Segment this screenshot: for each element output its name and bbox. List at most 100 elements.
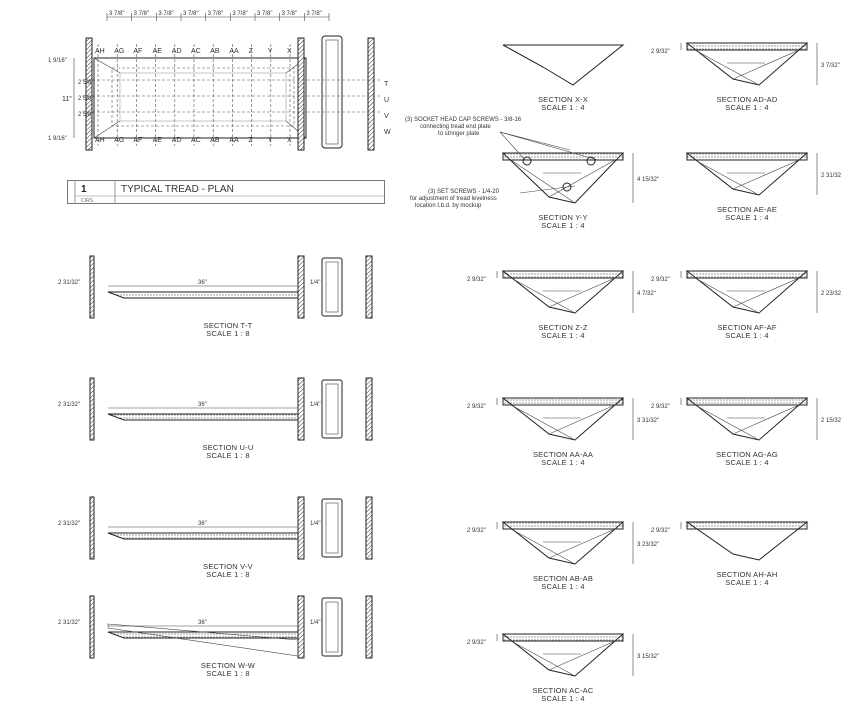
plan-view: 3 7/8"3 7/8"3 7/8"3 7/8"3 7/8"3 7/8"3 7/…: [48, 11, 391, 151]
cross-section-title: SECTION X-X: [538, 95, 588, 104]
plan-letter-bottom: AE: [153, 137, 163, 144]
side-length-dim: 36": [198, 521, 207, 527]
cross-side-dim: 4 15/32": [637, 177, 659, 183]
legend-title: TYPICAL TREAD - PLAN: [121, 184, 234, 195]
plan-top-dim: 3 7/8": [134, 11, 149, 17]
cross-section-scale: SCALE 1 : 4: [541, 221, 584, 230]
side-section-title: SECTION W-W: [201, 661, 256, 670]
cross-section-scale: SCALE 1 : 4: [725, 331, 768, 340]
plan-letter-top: Z: [249, 48, 254, 55]
screw-hole-icon: [586, 156, 596, 166]
cross-top-dim: 2 9/32": [651, 277, 670, 283]
screw-hole-icon: [522, 156, 532, 166]
plan-top-dim: 3 7/8": [183, 11, 198, 17]
cross-top-dim: 2 9/32": [467, 640, 486, 646]
plan-top-dim: 3 7/8": [282, 11, 297, 17]
note-cap-3: to stringer plate: [438, 131, 480, 137]
cross-section-scale: SCALE 1 : 4: [725, 578, 768, 587]
plan-top-dim: 3 7/8": [257, 11, 272, 17]
plan-letter-bottom: AB: [210, 137, 220, 144]
plan-letter-top: AB: [210, 48, 220, 55]
cross-side-dim: 3 31/32": [637, 418, 659, 424]
plan-letter-top: Y: [268, 48, 273, 55]
cross-section-title: SECTION AE-AE: [717, 205, 777, 214]
cross-section-title: SECTION Y-Y: [538, 213, 587, 222]
plan-cut-u: U: [384, 97, 389, 104]
cross-section-title: SECTION AG-AG: [716, 450, 778, 459]
plan-letter-bottom: AH: [95, 137, 105, 144]
plan-letter-top: AG: [114, 48, 124, 55]
cross-top-dim: 2 9/32": [467, 528, 486, 534]
side-gap-dim: 1/4": [310, 521, 320, 527]
plan-letter-top: AC: [191, 48, 201, 55]
side-section-title: SECTION U-U: [203, 443, 254, 452]
legend-number: 1: [81, 184, 87, 195]
note-cap-1: (3) SOCKET HEAD CAP SCREWS - 3/8-16: [405, 117, 522, 123]
cross-section-scale: SCALE 1 : 4: [541, 458, 584, 467]
plan-letter-top: AH: [95, 48, 105, 55]
plan-letter-top: AD: [172, 48, 182, 55]
side-section-title: SECTION T-T: [204, 321, 253, 330]
cross-side-dim: 2 31/32": [821, 173, 841, 179]
cross-section-title: SECTION AC-AC: [533, 686, 594, 695]
screw-notes: (3) SOCKET HEAD CAP SCREWS - 3/8-16 conn…: [405, 117, 599, 209]
cross-section-scale: SCALE 1 : 4: [541, 582, 584, 591]
plan-cut-v: V: [384, 113, 389, 120]
side-left-dim: 2 31/32": [58, 521, 80, 527]
screw-hole-icon: [562, 182, 572, 192]
plan-dim-height: 11": [62, 96, 72, 103]
cross-section-scale: SCALE 1 : 4: [541, 694, 584, 703]
plan-letter-bottom: AF: [133, 137, 142, 144]
side-section-scale: SCALE 1 : 8: [206, 329, 249, 338]
plan-dim-left-top: 1 9/16": [48, 58, 67, 64]
plan-letter-top: AF: [133, 48, 142, 55]
cross-side-dim: 3 23/32": [637, 542, 659, 548]
plan-letter-top: AE: [153, 48, 163, 55]
side-gap-dim: 1/4": [310, 402, 320, 408]
side-length-dim: 36": [198, 402, 207, 408]
cross-section-scale: SCALE 1 : 4: [725, 458, 768, 467]
plan-letter-bottom: Y: [268, 137, 273, 144]
cross-section-scale: SCALE 1 : 4: [725, 103, 768, 112]
side-section-scale: SCALE 1 : 8: [206, 669, 249, 678]
cross-side-dim: 3 7/32": [821, 63, 840, 69]
side-gap-dim: 1/4": [310, 280, 320, 286]
cross-section-scale: SCALE 1 : 4: [541, 331, 584, 340]
cross-side-dim: 2 15/32": [821, 418, 841, 424]
note-set-2: for adjustment of tread levelness: [410, 196, 497, 202]
plan-letter-bottom: X: [287, 137, 292, 144]
plan-dim-mid-3: 2 5/8": [78, 112, 93, 118]
cross-section-scale: SCALE 1 : 4: [541, 103, 584, 112]
cross-section-title: SECTION AD-AD: [717, 95, 778, 104]
plan-letter-bottom: Z: [249, 137, 254, 144]
side-section-scale: SCALE 1 : 8: [206, 570, 249, 579]
plan-dim-left-bottom: 1 9/16": [48, 136, 67, 142]
side-left-dim: 2 31/32": [58, 280, 80, 286]
note-cap-2: connecting tread end plate: [420, 124, 491, 130]
plan-cut-t: T: [384, 81, 389, 88]
cross-top-dim: 2 9/32": [467, 404, 486, 410]
cross-side-dim: 3 15/32": [637, 654, 659, 660]
drawing-title-block: 1 TYPICAL TREAD - PLAN CIRS: [67, 180, 385, 204]
side-left-dim: 2 31/32": [58, 620, 80, 626]
cross-top-dim: 2 9/32": [467, 277, 486, 283]
cross-section-title: SECTION AA-AA: [533, 450, 593, 459]
cross-top-dim: 2 9/32": [651, 528, 670, 534]
plan-letter-bottom: AD: [172, 137, 182, 144]
side-length-dim: 36": [198, 620, 207, 626]
legend-sub: CIRS: [81, 198, 94, 204]
plan-letter-top: AA: [229, 48, 239, 55]
plan-top-dim: 3 7/8": [208, 11, 223, 17]
side-length-dim: 36": [198, 280, 207, 286]
cross-section-title: SECTION AF-AF: [717, 323, 776, 332]
